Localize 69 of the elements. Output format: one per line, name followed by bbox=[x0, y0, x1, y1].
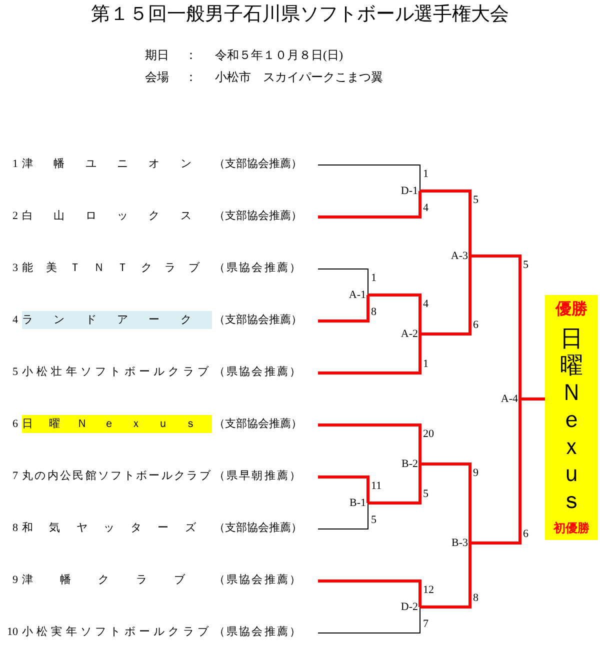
field-value: 令和５年１０月８日(日) bbox=[215, 48, 343, 62]
team-name: 津幡クラブ bbox=[22, 573, 212, 587]
separator: ： bbox=[185, 48, 197, 62]
recommendation-text: （県協会推薦） bbox=[214, 573, 302, 587]
recommendation-text: （支部協会推薦） bbox=[214, 417, 302, 431]
recommendation-text: （支部協会推薦） bbox=[214, 313, 302, 327]
team-number: 5 bbox=[12, 365, 18, 379]
team-number: 4 bbox=[12, 313, 18, 327]
champion-name: 日曜Ｎｅｘｕｓ bbox=[560, 325, 584, 514]
team-number: 10 bbox=[6, 625, 18, 639]
team-name: ランドアーク bbox=[22, 311, 212, 329]
team-name: 丸の内公民館ソフトボールクラブ bbox=[22, 469, 212, 483]
champion-panel bbox=[545, 295, 598, 540]
match-code: A-3 bbox=[450, 249, 468, 263]
champion-heading: 優勝 bbox=[556, 299, 588, 319]
team-name: 白山ロックス bbox=[22, 209, 212, 223]
team-name: 日曜Ｎｅｘｕｓ bbox=[22, 415, 212, 433]
separator: ： bbox=[185, 70, 197, 84]
first-win-note: 初優勝 bbox=[554, 520, 590, 536]
team-number: 1 bbox=[12, 157, 18, 171]
match-code: A-2 bbox=[400, 327, 418, 341]
match-code: D-2 bbox=[400, 600, 418, 614]
bracket-line bbox=[318, 164, 420, 192]
bracket-line bbox=[420, 256, 472, 336]
field-label: 会場 bbox=[145, 70, 169, 84]
field-value: 小松市 スカイパークこまつ翼 bbox=[215, 70, 383, 84]
bracket-line bbox=[368, 464, 422, 504]
team-number: 2 bbox=[12, 209, 18, 223]
bracket-line bbox=[318, 191, 422, 218]
recommendation-text: （支部協会推薦） bbox=[214, 521, 302, 535]
bracket-line bbox=[420, 543, 472, 608]
bracket-line bbox=[318, 295, 370, 322]
recommendation-text: （県早朝推薦） bbox=[214, 469, 302, 483]
match-code: A-1 bbox=[348, 288, 366, 302]
team-number: 3 bbox=[12, 261, 18, 275]
team-name: 津幡ユニオン bbox=[22, 157, 212, 171]
team-number: 9 bbox=[12, 573, 18, 587]
bracket-line bbox=[318, 268, 368, 296]
bracket-line bbox=[520, 398, 546, 400]
field-label: 期日 bbox=[145, 48, 169, 62]
recommendation-text: （支部協会推薦） bbox=[214, 209, 302, 223]
bracket-line bbox=[470, 399, 522, 544]
bracket-line bbox=[368, 294, 422, 334]
match-code: A-4 bbox=[500, 392, 518, 406]
team-number: 8 bbox=[12, 521, 18, 535]
title: 第１５回一般男子石川県ソフトボール選手権大会 bbox=[90, 4, 510, 26]
bracket-line bbox=[318, 476, 370, 503]
bracket-line bbox=[318, 606, 420, 634]
recommendation-text: （支部協会推薦） bbox=[214, 157, 302, 171]
bracket-line bbox=[318, 502, 368, 530]
recommendation-text: （県協会推薦） bbox=[214, 365, 302, 379]
team-name: 能美ＴＮＴクラブ bbox=[22, 261, 212, 275]
bracket-line bbox=[470, 254, 522, 399]
bracket-line bbox=[318, 334, 422, 374]
recommendation-text: （県協会推薦） bbox=[214, 625, 302, 639]
bracket-line bbox=[420, 190, 472, 256]
match-code: B-2 bbox=[402, 457, 418, 471]
team-name: 小松実年ソフトボールクラブ bbox=[22, 625, 212, 639]
team-name: 和気ヤッターズ bbox=[22, 521, 212, 535]
bracket-line bbox=[318, 580, 422, 607]
team-number: 6 bbox=[12, 417, 18, 431]
match-code: D-1 bbox=[400, 184, 418, 198]
bracket-line bbox=[420, 462, 472, 543]
team-number: 7 bbox=[12, 469, 18, 483]
bracket-line bbox=[318, 424, 422, 464]
recommendation-text: （県協会推薦） bbox=[214, 261, 302, 275]
team-name: 小松壮年ソフトボールクラブ bbox=[22, 365, 212, 379]
match-code: B-3 bbox=[452, 536, 468, 550]
match-code: B-1 bbox=[350, 496, 366, 510]
